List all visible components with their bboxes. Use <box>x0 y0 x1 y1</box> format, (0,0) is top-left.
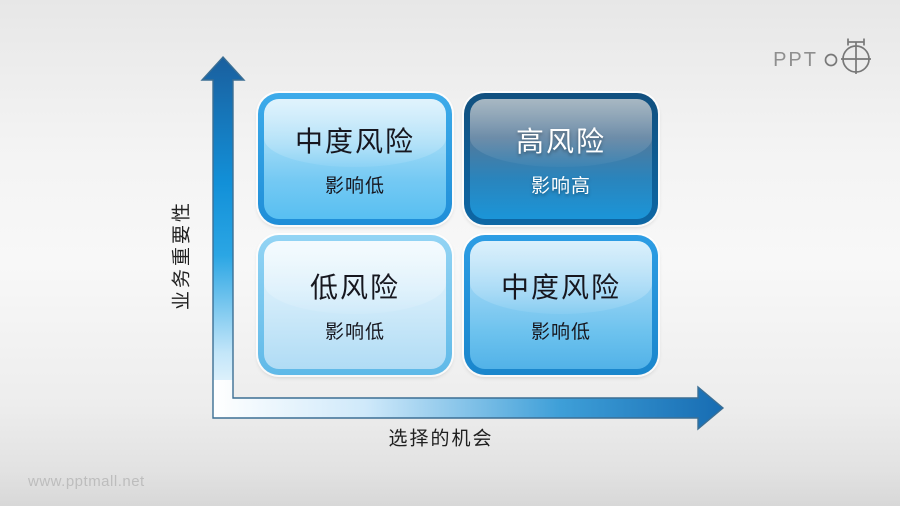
quadrant-subtitle: 影响高 <box>530 176 591 197</box>
y-axis-arrow <box>202 57 250 418</box>
quadrant-top-right-high-risk: 高风险 影响高 <box>464 93 658 225</box>
y-axis-label: 业务重要性 <box>171 199 193 311</box>
quadrant-title: 中度风险 <box>294 126 415 157</box>
quadrant-body: 低风险 影响低 <box>264 241 446 369</box>
brand-logo: PPT <box>773 34 876 78</box>
quadrant-title: 高风险 <box>515 126 606 157</box>
watermark: www.pptmall.net <box>28 473 145 490</box>
quadrant-top-left-medium-risk: 中度风险 影响低 <box>258 93 452 225</box>
quadrant-body: 高风险 影响高 <box>470 99 652 219</box>
quadrant-bottom-left-low-risk: 低风险 影响低 <box>258 235 452 375</box>
quadrant-subtitle: 影响低 <box>530 322 591 343</box>
quadrant-subtitle: 影响低 <box>324 322 385 343</box>
quadrant-title: 低风险 <box>309 272 400 303</box>
quadrant-bottom-right-medium-risk: 中度风险 影响低 <box>464 235 658 375</box>
x-axis-label: 选择的机会 <box>388 428 494 450</box>
quadrant-body: 中度风险 影响低 <box>470 241 652 369</box>
quadrant-body: 中度风险 影响低 <box>264 99 446 219</box>
circle-icon <box>824 53 838 67</box>
crosshair-circle-icon <box>824 38 871 74</box>
brand-logo-text: PPT <box>773 49 818 71</box>
quadrant-subtitle: 影响低 <box>324 176 385 197</box>
quadrant-title: 中度风险 <box>500 272 621 303</box>
